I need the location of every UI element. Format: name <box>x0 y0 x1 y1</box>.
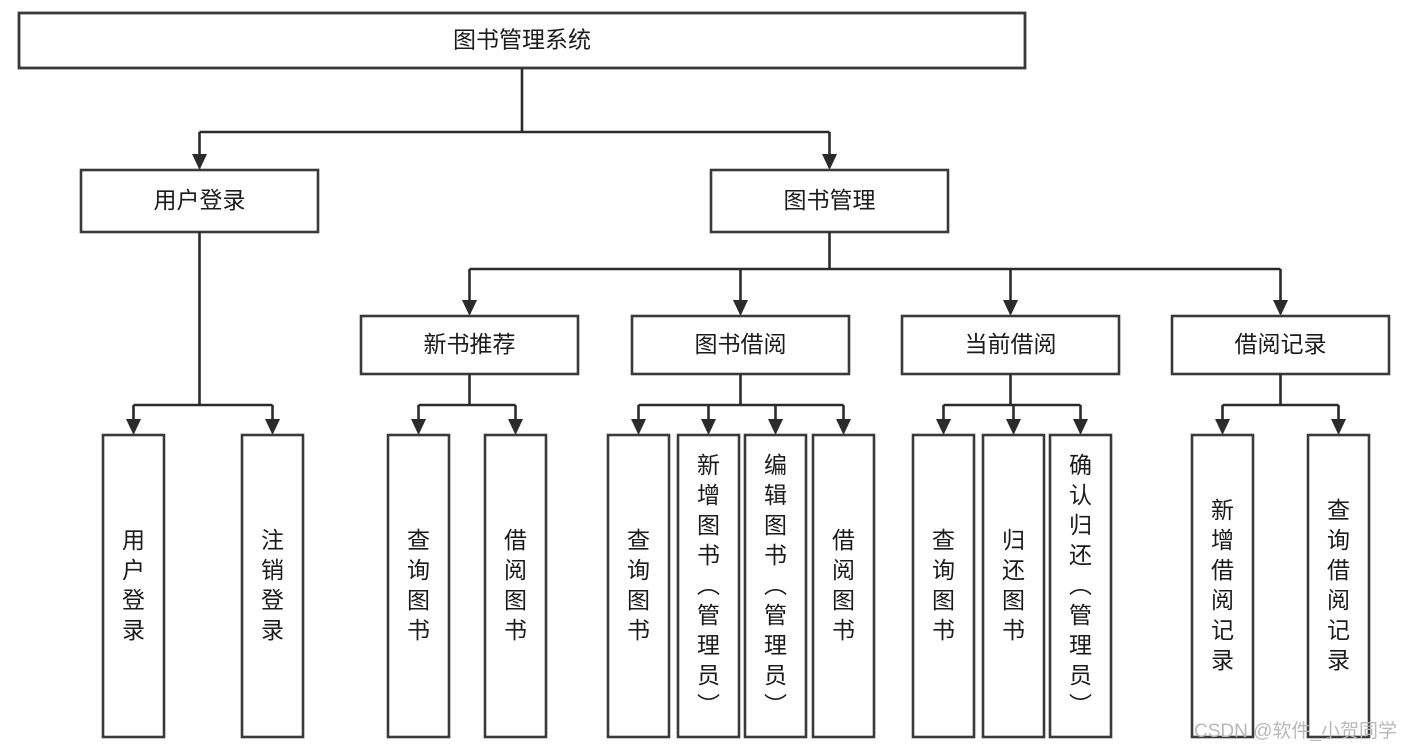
node-box[interactable] <box>606 433 671 739</box>
node-leaf-6-node-e7bc96e8be91e59bbee4b9a6efbc88e7aea1e79086e59198efbc89[interactable]: 编辑图书︵管理员︶ <box>743 433 808 739</box>
node-leaf-3-node-e5809fe99885e59bbee4b9a6[interactable]: 借阅图书 <box>483 433 548 739</box>
node-box[interactable] <box>240 433 305 739</box>
node-label: 查询图书 <box>627 527 650 643</box>
arrow-head-icon <box>936 419 951 435</box>
node-box[interactable] <box>981 433 1046 739</box>
arrow-head-icon <box>1331 419 1346 435</box>
node-leaf-2-node-e69fa5e8afa2e59bbee4b9a6[interactable]: 查询图书 <box>386 433 451 739</box>
node-leaf-8-node-e69fa5e8afa2e59bbee4b9a6[interactable]: 查询图书 <box>911 433 976 739</box>
node-box[interactable] <box>1306 433 1371 739</box>
node-label: 借阅记录 <box>1235 331 1327 357</box>
arrow-head-icon <box>1006 419 1021 435</box>
node-box[interactable] <box>911 433 976 739</box>
node-l3-0-node-e696b0e4b9a6e68ea8e88d90[interactable]: 新书推荐 <box>359 314 580 376</box>
node-box[interactable] <box>386 433 451 739</box>
node-box[interactable] <box>676 433 741 739</box>
node-l3-2-node-e5bd93e5898de5809fe99885[interactable]: 当前借阅 <box>900 314 1121 376</box>
node-label: 查询图书 <box>407 527 430 643</box>
node-label: 用户登录 <box>154 187 246 213</box>
node-leaf-12-node-e69fa5e8afa2e5809fe99885e8aeb0e5bd95[interactable]: 查询借阅记录 <box>1306 433 1371 739</box>
node-box[interactable] <box>709 168 950 234</box>
node-box[interactable] <box>483 433 548 739</box>
arrow-head-icon <box>1003 300 1018 316</box>
node-label: 注销登录 <box>261 527 284 643</box>
arrow-head-icon <box>733 300 748 316</box>
node-leaf-1-node-e6b3a8e99480e799bbe5bd95[interactable]: 注销登录 <box>240 433 305 739</box>
node-l3-1-node-e59bbee4b9a6e5809fe99885[interactable]: 图书借阅 <box>630 314 851 376</box>
node-label: 图书借阅 <box>695 331 787 357</box>
node-box[interactable] <box>1170 314 1391 376</box>
node-root-node-e59bbee4b9a6e7aea1e79086e7b3bbe7bb9f[interactable]: 图书管理系统 <box>17 11 1027 70</box>
arrow-head-icon <box>822 154 837 170</box>
node-box[interactable] <box>1190 433 1255 739</box>
node-label: 新增借阅记录 <box>1211 497 1234 673</box>
node-box[interactable] <box>743 433 808 739</box>
node-box[interactable] <box>811 433 876 739</box>
node-leaf-0-node-e794a8e688b7e799bbe5bd95[interactable]: 用户登录 <box>101 433 166 739</box>
arrow-head-icon <box>411 419 426 435</box>
node-l2-1-node-e59bbee4b9a6e7aea1e79086[interactable]: 图书管理 <box>709 168 950 234</box>
node-leaf-4-node-e69fa5e8afa2e59bbee4b9a6[interactable]: 查询图书 <box>606 433 671 739</box>
node-label: 图书管理 <box>784 187 876 213</box>
node-label: 借阅图书 <box>504 527 527 643</box>
node-box[interactable] <box>359 314 580 376</box>
node-box[interactable] <box>17 11 1027 70</box>
node-label: 归还图书 <box>1002 527 1025 643</box>
node-label: 确认归还︵管理员︶ <box>1069 452 1092 718</box>
arrow-head-icon <box>701 419 716 435</box>
arrow-head-icon <box>836 419 851 435</box>
node-label: 查询图书 <box>932 527 955 643</box>
node-box[interactable] <box>630 314 851 376</box>
arrow-head-icon <box>1215 419 1230 435</box>
node-l3-3-node-e5809fe99885e8aeb0e5bd95[interactable]: 借阅记录 <box>1170 314 1391 376</box>
node-label: 图书管理系统 <box>453 27 591 53</box>
csdn-watermark: CSDN @软件_小贺同学 <box>1194 721 1397 742</box>
arrow-head-icon <box>1073 419 1088 435</box>
arrow-head-icon <box>462 300 477 316</box>
node-leaf-7-node-e5809fe99885e59bbee4b9a6[interactable]: 借阅图书 <box>811 433 876 739</box>
node-leaf-5-node-e696b0e5a29ee59bbee4b9a6efbc88e7aea1e79086e59198efbc89[interactable]: 新增图书︵管理员︶ <box>676 433 741 739</box>
arrow-head-icon <box>1273 300 1288 316</box>
arrow-head-icon <box>265 419 280 435</box>
node-box[interactable] <box>1048 433 1113 739</box>
arrow-head-icon <box>768 419 783 435</box>
node-label: 新书推荐 <box>424 331 516 357</box>
node-label: 当前借阅 <box>965 331 1057 357</box>
arrow-head-icon <box>631 419 646 435</box>
node-label: 查询借阅记录 <box>1327 497 1350 673</box>
arrow-head-icon <box>126 419 141 435</box>
arrow-head-icon <box>192 154 207 170</box>
node-label: 用户登录 <box>122 527 145 643</box>
node-leaf-9-node-e5bd92e8bf98e59bbee4b9a6[interactable]: 归还图书 <box>981 433 1046 739</box>
node-label: 借阅图书 <box>832 527 855 643</box>
node-box[interactable] <box>101 433 166 739</box>
node-leaf-10-node-e7a1aee8aea4e5bd92e8bf98efbc88e7aea1e79086e59198efbc89[interactable]: 确认归还︵管理员︶ <box>1048 433 1113 739</box>
arrow-head-icon <box>508 419 523 435</box>
node-box[interactable] <box>900 314 1121 376</box>
node-label: 编辑图书︵管理员︶ <box>764 452 787 718</box>
node-leaf-11-node-e696b0e5a29ee5809fe99885e8aeb0e5bd95[interactable]: 新增借阅记录 <box>1190 433 1255 739</box>
node-l2-0-node-e794a8e688b7e799bbe5bd95[interactable]: 用户登录 <box>79 168 320 234</box>
node-label: 新增图书︵管理员︶ <box>697 452 720 718</box>
